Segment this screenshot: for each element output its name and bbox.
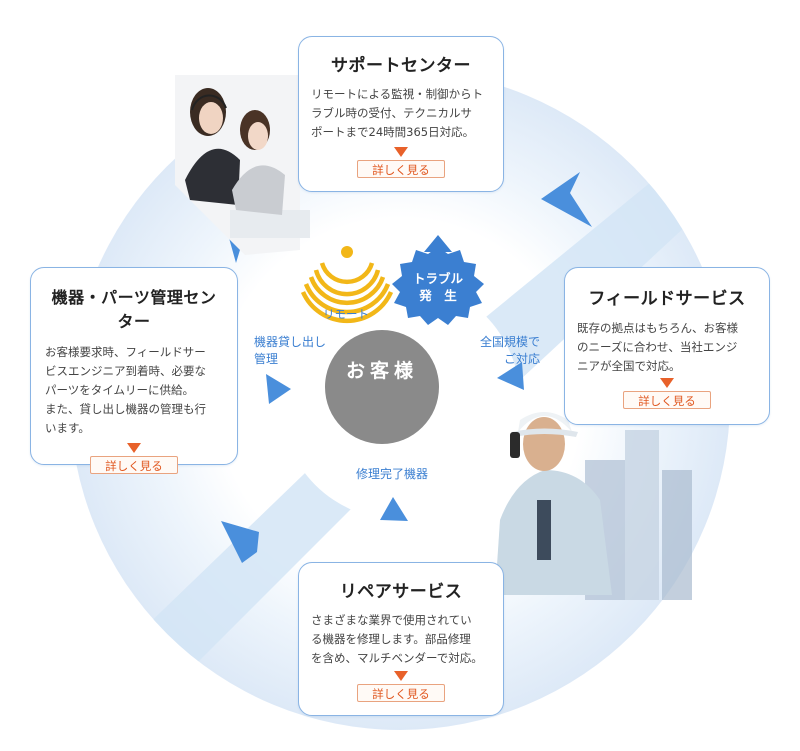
customer-circle [325,330,439,444]
parts-center-title: 機器・パーツ管理センター [51,288,217,331]
parts-center-more-button[interactable]: 詳しく見る [90,456,178,474]
support-center-description: リモートによる監視・制御からト ラブル時の受付、テクニカルサ ポートまで24時間… [311,87,484,139]
flow-arrow-icon [221,521,259,563]
flow-arrow-icon [541,172,592,227]
support-center-title: サポートセンター [331,56,471,76]
trouble-line-2: 発 生 [419,288,457,303]
triangle-down-icon [660,378,674,388]
repair-service-more-button[interactable]: 詳しく見る [357,684,445,702]
trouble-line-1: トラブル [412,271,463,286]
flow-arrow-icon [380,497,408,521]
nationwide-label: 全国規模で ご対応 [462,334,540,368]
lending-line-2: 管理 [254,352,279,366]
repair-done-label: 修理完了機器 [356,467,429,481]
burst-badge-icon [392,247,484,325]
lending-label: 機器貸し出し 管理 [254,334,326,368]
up-arrow-icon [424,235,452,262]
customer-label: お客様 [345,360,418,382]
field-service-description: 既存の拠点はもちろん、お客様 のニーズに合わせ、当社エンジ ニアが全国で対応。 [577,321,738,373]
nationwide-line-1: 全国規模で [479,335,540,349]
parts-center-description: お客様要求時、フィールドサー ビスエンジニア到着時、必要な パーツをタイムリーに… [45,345,206,435]
engineer-phone-photo [495,412,692,600]
triangle-down-icon [394,671,408,681]
repair-service-card: リペアサービス さまざまな業界で使用されてい る機器を修理します。部品修理 を含… [298,562,504,716]
field-service-card: フィールドサービス 既存の拠点はもちろん、お客様 のニーズに合わせ、当社エンジ … [564,267,770,425]
parts-center-card: 機器・パーツ管理センター お客様要求時、フィールドサー ビスエンジニア到着時、必… [30,267,238,474]
field-service-more-button[interactable]: 詳しく見る [623,391,711,409]
triangle-down-icon [127,443,141,453]
triangle-down-icon [394,147,408,157]
lending-line-1: 機器貸し出し [254,335,327,349]
nationwide-line-2: ご対応 [503,352,540,366]
headset-operator-photo [175,75,310,255]
repair-service-description: さまざまな業界で使用されてい る機器を修理します。部品修理 を含め、マルチベンダ… [311,613,483,665]
repair-service-title: リペアサービス [339,582,463,602]
signal-wave-icon [300,246,394,324]
flow-arrow-icon [266,374,291,404]
support-center-more-button[interactable]: 詳しく見る [357,160,445,178]
remote-label: リモート [323,307,369,321]
trouble-badge-text: トラブル 発 生 [400,270,476,304]
support-center-card: サポートセンター リモートによる監視・制御からト ラブル時の受付、テクニカルサ … [298,36,504,192]
flow-arrow-icon [497,362,524,390]
field-service-title: フィールドサービス [588,289,746,309]
